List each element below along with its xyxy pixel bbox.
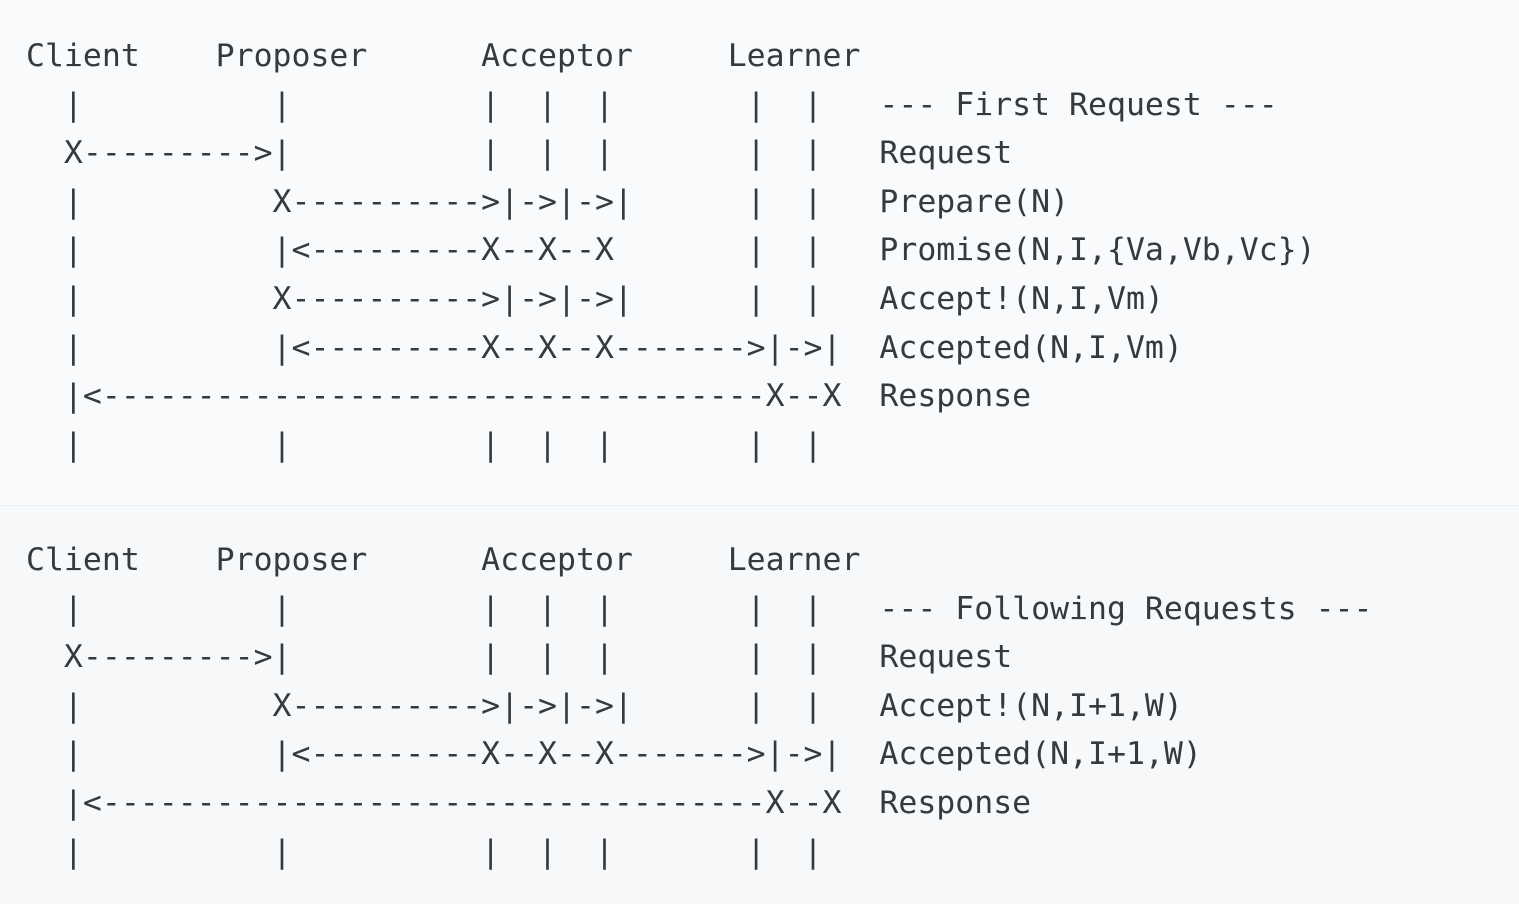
diagram-block-first-request: Client Proposer Acceptor Learner | | | |… — [26, 38, 1316, 463]
diagram-block-following-requests: Client Proposer Acceptor Learner | | | |… — [0, 506, 1519, 904]
ascii-art-first-request: Client Proposer Acceptor Learner | | | |… — [26, 38, 1316, 463]
ascii-art-following-requests: Client Proposer Acceptor Learner | | | |… — [26, 542, 1373, 870]
